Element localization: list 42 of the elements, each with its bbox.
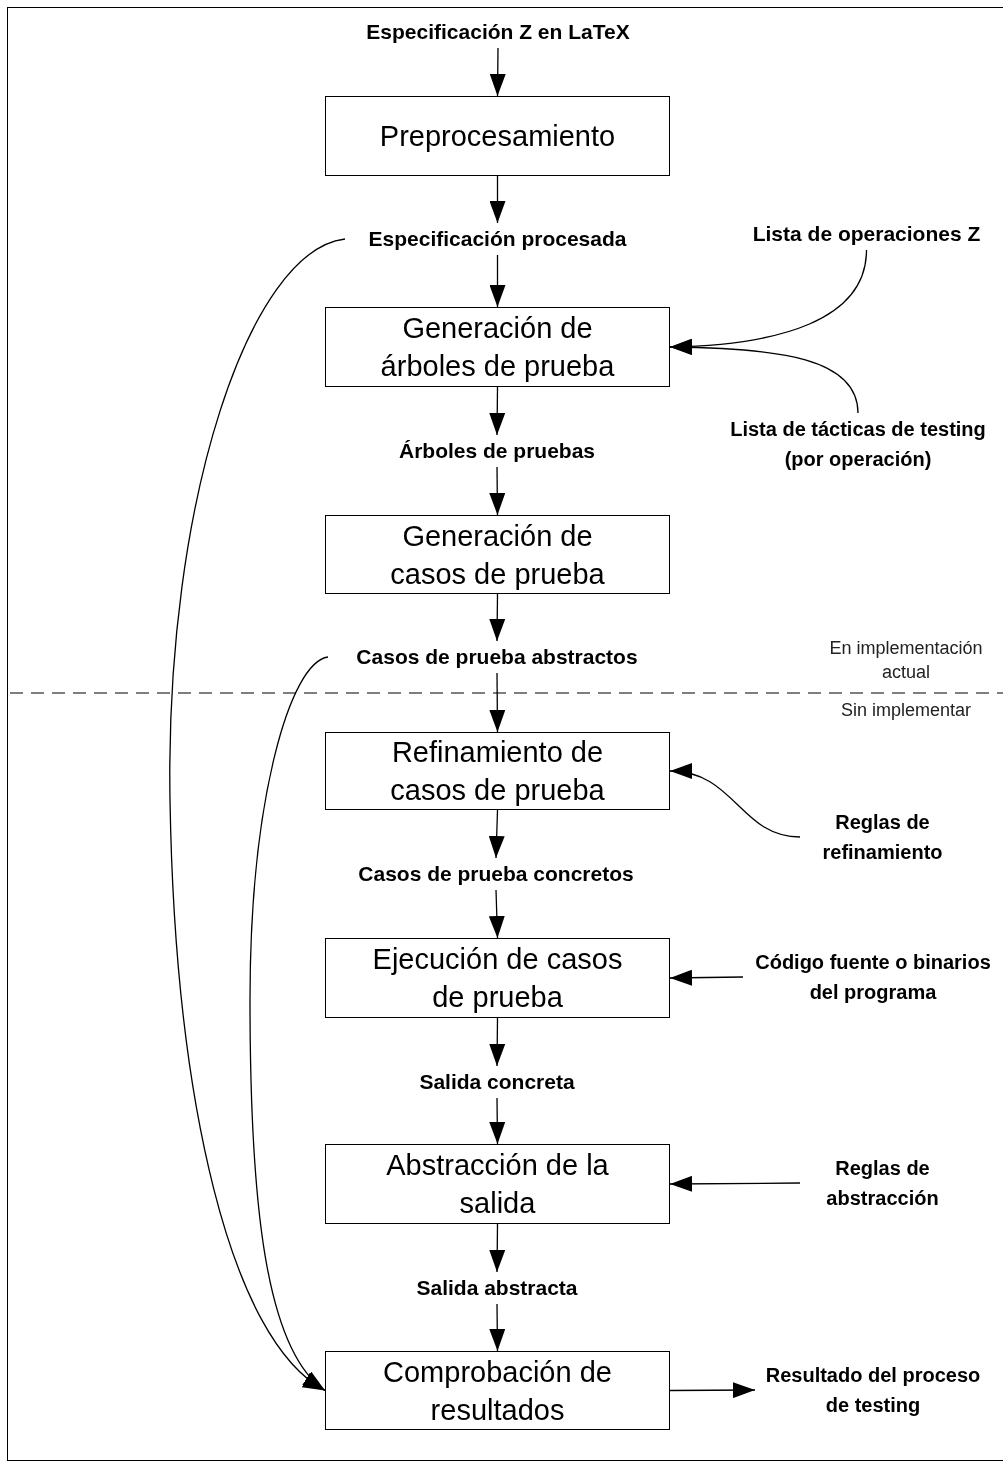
arrow [489, 175, 506, 224]
process-box: Preprocesamiento [325, 96, 670, 176]
flow-text: Especificación Z en LaTeX [366, 19, 630, 45]
arrow [488, 809, 505, 859]
arrow [489, 1017, 506, 1067]
process-box: Refinamiento de casos de prueba [325, 732, 670, 810]
arrow [489, 47, 506, 97]
process-box: Generación de árboles de prueba [325, 307, 670, 387]
flow-text: Resultado del proceso de testing [764, 1363, 982, 1418]
arrow [489, 386, 506, 436]
process-box: Abstracción de la salida [325, 1144, 670, 1224]
process-box: Generación de casos de prueba [325, 515, 670, 594]
flow-text: Reglas de abstracción [825, 1156, 940, 1211]
region-note: En implementación actual [828, 637, 984, 684]
arrow [489, 1303, 506, 1352]
flow-text: Salida abstracta [416, 1275, 578, 1301]
process-box: Ejecución de casos de prueba [325, 938, 670, 1018]
arrow [249, 656, 329, 1392]
flow-text: Salida concreta [419, 1069, 575, 1095]
arrow [489, 672, 506, 733]
flow-text: Casos de prueba concretos [358, 861, 634, 887]
flow-text: Lista de operaciones Z [752, 221, 981, 247]
flow-text: Código fuente o binarios del programa [754, 950, 992, 1005]
arrow [488, 889, 505, 939]
process-box: Comprobación de resultados [325, 1351, 670, 1430]
arrow [669, 764, 801, 838]
arrow [489, 593, 506, 642]
arrow [489, 466, 506, 516]
flow-text: Casos de prueba abstractos [356, 644, 638, 670]
flow-text: Especificación procesada [368, 226, 627, 252]
arrow [489, 254, 506, 308]
region-note: Sin implementar [839, 699, 973, 722]
flow-text: Árboles de pruebas [398, 438, 596, 464]
arrow [669, 1382, 756, 1399]
flow-text: Lista de tácticas de testing (por operación) [729, 417, 987, 472]
arrow [669, 1175, 801, 1192]
arrow [489, 1223, 506, 1273]
flow-text: Reglas de refinamiento [821, 810, 944, 865]
arrow [489, 1097, 506, 1145]
arrow [169, 238, 346, 1392]
arrow [669, 969, 744, 986]
arrow [669, 339, 859, 414]
